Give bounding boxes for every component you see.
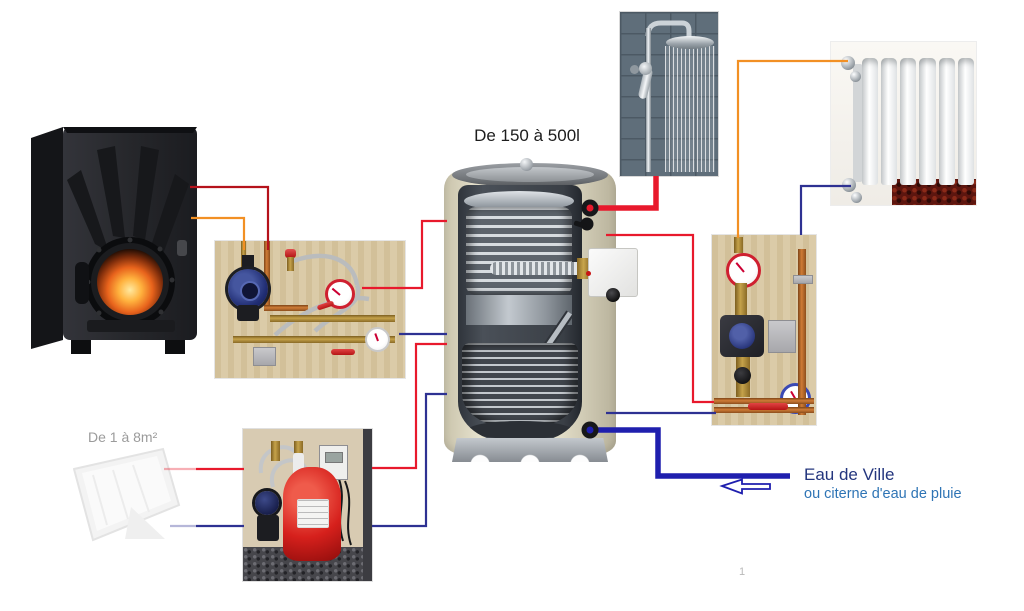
pressure-gauge	[365, 327, 390, 352]
junction-box	[253, 347, 276, 366]
ball-valve-handle	[748, 403, 788, 410]
heater-indicator-light	[586, 271, 591, 276]
inner-tank-top	[464, 191, 574, 211]
brass-manifold	[233, 336, 395, 343]
wall-bracket	[630, 65, 639, 74]
pump-bracket	[257, 515, 279, 541]
pump-body	[237, 305, 259, 321]
thermometer-gauge	[325, 279, 355, 309]
solar-collector-image	[72, 447, 181, 542]
controller-display	[325, 452, 343, 463]
radiator-section	[900, 58, 917, 185]
heater-thermostat-knob	[606, 288, 620, 302]
shower-riser-pipe	[646, 28, 651, 172]
water-flow-arrow	[719, 478, 771, 495]
brass-fitting	[734, 237, 743, 253]
radiator-sections	[862, 58, 974, 185]
white-valve	[293, 453, 304, 477]
pipe-cold-water-inlet	[590, 427, 790, 479]
heating-pump-station-image	[712, 235, 816, 425]
solar-pump-station-image	[243, 429, 372, 581]
pump-flange	[242, 255, 254, 271]
radiator-section	[957, 58, 974, 185]
solar-pump	[255, 491, 279, 515]
wood-boiler-art	[31, 127, 197, 354]
circulation-pump	[720, 315, 764, 357]
copper-pipe	[264, 241, 270, 311]
water-spray	[665, 46, 715, 172]
radiator-section	[919, 58, 936, 185]
pipe-tank-to-solar-return	[372, 392, 447, 528]
brass-valve	[271, 441, 280, 461]
ball-valve-handle	[331, 349, 355, 355]
brass-valve-column	[735, 283, 747, 317]
radiator-image	[831, 42, 976, 205]
boiler-pump-station-image	[215, 241, 405, 378]
brass-manifold	[270, 315, 395, 322]
page-number: 1	[739, 566, 746, 578]
rainwater-label: ou citerne d'eau de pluie	[804, 486, 962, 502]
buffer-tank-image	[444, 158, 616, 463]
tank-lid-knob	[520, 158, 533, 171]
safety-valve	[285, 249, 296, 258]
copper-pipe	[714, 407, 814, 413]
collector-size-label: De 1 à 8m²	[88, 429, 158, 445]
wood-boiler-image	[25, 122, 207, 357]
rain-shower-head	[666, 36, 714, 49]
radiator-return-valve	[842, 178, 856, 192]
radiator-supply-valve	[841, 56, 855, 70]
copper-riser-pipe	[798, 249, 806, 415]
upper-coil-exchanger	[466, 207, 572, 295]
granite-edge	[363, 429, 372, 581]
copper-pipe	[714, 398, 814, 404]
immersion-heater-rod	[490, 262, 586, 275]
circulation-pump	[228, 269, 268, 309]
brass-fitting	[294, 441, 303, 453]
expansion-vessel	[283, 467, 341, 561]
radiator-section	[938, 58, 955, 185]
radiator-valve-nut	[850, 71, 861, 82]
city-water-label: Eau de Ville	[804, 465, 895, 484]
radiator-section	[862, 58, 879, 185]
pipe-clamp	[793, 275, 813, 284]
radiator-valve-nut	[851, 192, 862, 203]
radiator-section	[881, 58, 898, 185]
valve-stub	[287, 257, 294, 271]
tank-lid-top	[466, 167, 594, 182]
tank-capacity-label: De 150 à 500l	[474, 126, 580, 145]
radiator-end-section	[853, 64, 863, 182]
tank-cutaway	[458, 185, 582, 443]
immersion-heater-box	[586, 248, 638, 302]
black-valve-knob	[734, 367, 751, 384]
lower-coil-exchanger	[462, 343, 578, 427]
hand-shower-head	[639, 62, 652, 75]
copper-elbow	[264, 305, 308, 311]
inner-tank-band	[466, 295, 572, 325]
shower-image	[620, 12, 718, 176]
tank-base-skirt	[452, 438, 608, 462]
solar-collector-art	[72, 447, 181, 542]
pump-control-box	[768, 320, 796, 353]
tank-bottom-dome	[468, 421, 572, 439]
vessel-label	[297, 499, 329, 528]
